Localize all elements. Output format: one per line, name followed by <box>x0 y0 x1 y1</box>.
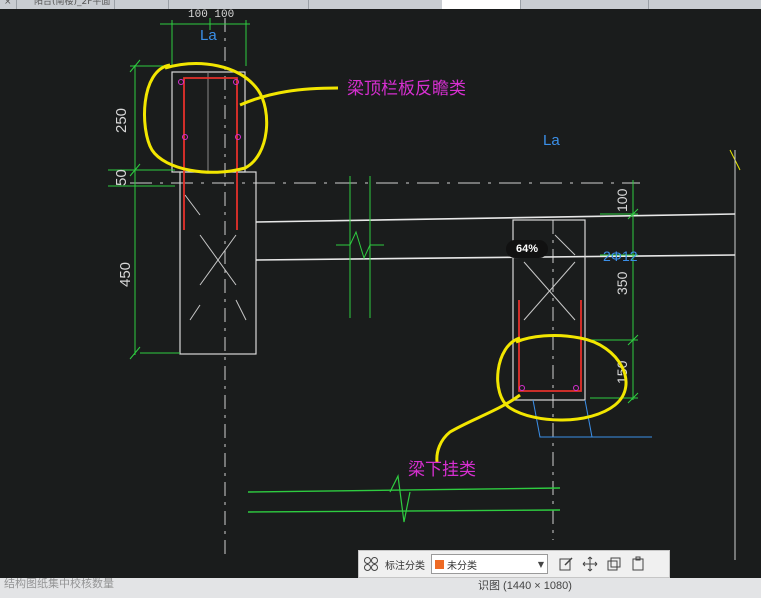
leader-upper <box>239 86 339 107</box>
status-bar: 结构图纸集中校核数量 识图 (1440 × 1080) <box>0 578 761 598</box>
edit-icon[interactable] <box>554 552 578 576</box>
dim-top-text: 100 100 <box>188 9 234 21</box>
tab-drawing-5[interactable] <box>640 0 649 9</box>
tab-close[interactable]: × <box>0 0 17 9</box>
zoom-badge: 64% <box>506 240 548 258</box>
window-tab-bar: × 阳台(南楼)_2F平面 <box>0 0 761 9</box>
slab-bottom <box>255 254 736 261</box>
category-label: 标注分类 <box>385 560 425 572</box>
tab-drawing-3[interactable] <box>300 0 309 9</box>
label-la-top: La <box>200 27 217 44</box>
tab-drawing-1[interactable]: 阳台(南楼)_2F平面 <box>30 0 116 9</box>
annotation-toolbar: 标注分类 未分类 ▼ <box>358 550 670 578</box>
color-swatch <box>435 559 444 569</box>
paste-icon[interactable] <box>626 552 650 576</box>
dim-350: 350 <box>614 271 630 295</box>
category-value: 未分类 <box>447 560 477 572</box>
slab-top <box>255 213 736 223</box>
rebar-left <box>183 77 238 230</box>
dim-100: 100 <box>614 188 630 212</box>
beam-right-outline <box>512 219 586 401</box>
image-caption: 识图 (1440 × 1080) <box>478 580 572 592</box>
annotation-upper: 梁顶栏板反瞻类 <box>347 79 466 99</box>
break-zigzag <box>336 230 384 260</box>
chevron-down-icon: ▼ <box>537 559 544 569</box>
rebar-label: 2Φ12 <box>603 248 638 264</box>
dim-450: 450 <box>117 262 134 287</box>
highlight-lower <box>496 333 628 422</box>
beam-left-outline <box>179 171 257 355</box>
dim-250: 250 <box>113 108 130 133</box>
tab-active[interactable] <box>442 0 521 9</box>
dim-50: 50 <box>113 169 130 186</box>
copy-icon[interactable] <box>602 552 626 576</box>
move-icon[interactable] <box>578 552 602 576</box>
drawing-svg: 100 100 La La 250 50 450 100 350 150 2Φ1… <box>108 9 741 560</box>
grid-icon[interactable] <box>359 552 383 576</box>
cad-canvas[interactable]: 100 100 La La 250 50 450 100 350 150 2Φ1… <box>0 9 761 589</box>
highlight-upper <box>143 62 269 174</box>
beam-left-break-2 <box>199 234 237 286</box>
status-ghost-text: 结构图纸集中校核数量 <box>4 577 114 590</box>
tab-drawing-2[interactable] <box>160 0 169 9</box>
category-select[interactable]: 未分类 ▼ <box>431 554 548 574</box>
leader-lower <box>435 393 521 463</box>
label-la-right: La <box>543 132 560 149</box>
annotation-lower: 梁下挂类 <box>408 460 476 480</box>
rebar-right <box>518 300 582 392</box>
